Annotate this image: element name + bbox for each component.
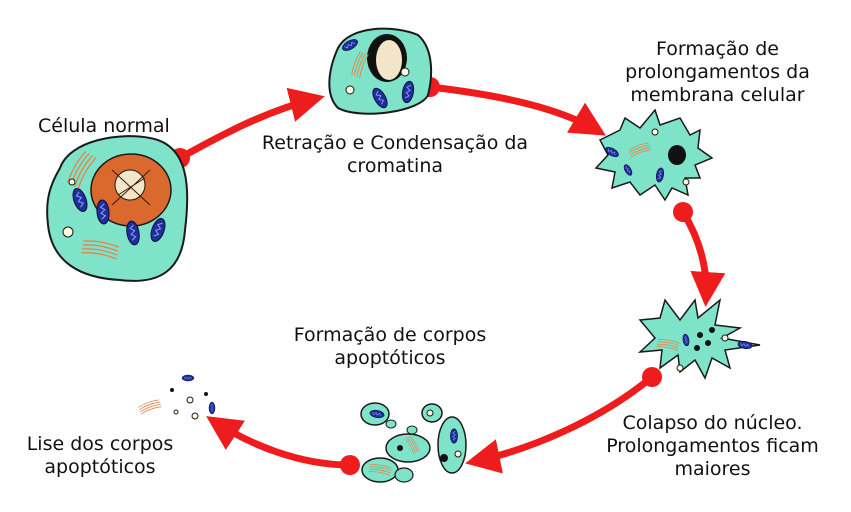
label-line: apoptóticos <box>5 456 195 479</box>
label-retraction: Retração e Condensação da cromatina <box>230 132 560 178</box>
label-line: Prolongamentos ficam <box>580 435 845 458</box>
normal-cell <box>47 136 187 281</box>
label-lysis: Lise dos corpos apoptóticos <box>5 433 195 479</box>
collapsed-cell <box>640 300 760 378</box>
arrow-bodies-to-lysis <box>212 420 360 475</box>
label-line: Célula normal <box>38 115 170 138</box>
label-line: maiores <box>580 458 845 481</box>
label-line: Colapso do núcleo. <box>580 412 845 435</box>
retracted-cell <box>329 29 431 114</box>
label-line: Formação de corpos <box>270 324 510 347</box>
label-line: membrana celular <box>600 84 835 107</box>
label-normal-cell: Célula normal <box>38 115 170 138</box>
label-line: Formação de <box>600 38 835 61</box>
arrow-prolongations-to-collapse <box>673 202 706 300</box>
label-line: cromatina <box>230 155 560 178</box>
prolongation-cell <box>596 110 712 200</box>
label-collapse: Colapso do núcleo. Prolongamentos ficam … <box>580 412 845 481</box>
label-apoptotic-bodies: Formação de corpos apoptóticos <box>270 324 510 370</box>
apoptotic-bodies <box>361 403 466 482</box>
lysis-remnants <box>138 375 215 419</box>
label-line: Lise dos corpos <box>5 433 195 456</box>
arrow-retraction-to-prolongations <box>420 77 600 132</box>
label-line: prolongamentos da <box>600 61 835 84</box>
label-line: apoptóticos <box>270 347 510 370</box>
label-prolongations: Formação de prolongamentos da membrana c… <box>600 38 835 107</box>
label-line: Retração e Condensação da <box>230 132 560 155</box>
